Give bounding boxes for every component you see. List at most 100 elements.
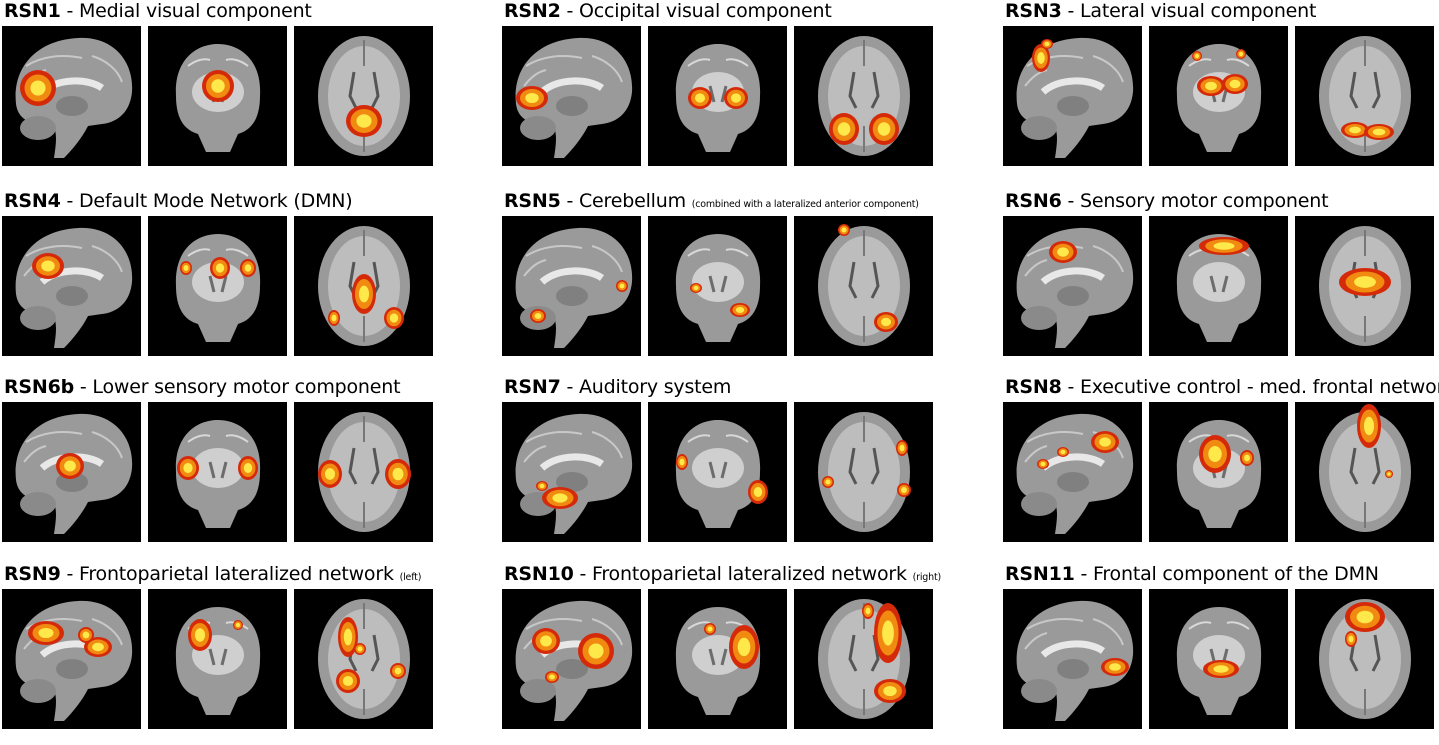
brain-anatomy	[318, 412, 410, 532]
sagittal-view	[1003, 26, 1142, 166]
activation-blob	[532, 628, 560, 654]
activation-blob	[1197, 76, 1225, 96]
activation-blob	[676, 454, 688, 470]
title-separator: -	[573, 563, 593, 585]
activation-blob	[1091, 431, 1119, 453]
axial-slice-image	[318, 36, 410, 156]
axial-view	[1295, 26, 1434, 166]
coronal-slice-image	[1176, 44, 1262, 152]
sagittal-view	[2, 589, 141, 729]
axial-slice-image	[818, 599, 910, 719]
axial-slice-image	[818, 36, 910, 156]
coronal-slice-image	[675, 234, 761, 342]
rsn-note: (left)	[399, 572, 422, 583]
activation-blob	[1345, 631, 1357, 647]
title-separator: -	[60, 190, 79, 212]
rsn-panel-rsn1: RSN1 - Medial visual component	[2, 0, 436, 182]
activation-blob	[542, 487, 578, 509]
rsn-panel-rsn5: RSN5 - Cerebellum (combined with a later…	[502, 190, 936, 372]
panel-title: RSN3 - Lateral visual component	[1005, 0, 1316, 26]
activation-blob	[690, 283, 702, 293]
activation-blob	[897, 483, 911, 497]
axial-slice-image	[1319, 599, 1411, 719]
brain-anatomy	[515, 37, 633, 158]
brain-views	[2, 216, 436, 356]
brain-views	[1003, 402, 1437, 542]
rsn-name: Lateral visual component	[1079, 0, 1317, 22]
activation-blob	[730, 303, 750, 317]
brain-anatomy	[1176, 44, 1262, 152]
panel-title: RSN7 - Auditory system	[504, 376, 731, 402]
axial-view	[294, 216, 433, 356]
rsn-panel-rsn11: RSN11 - Frontal component of the DMN	[1003, 563, 1437, 745]
activation-blob	[862, 603, 874, 619]
title-separator: -	[1074, 563, 1094, 585]
coronal-slice-image	[175, 607, 261, 715]
activation-blob	[1199, 435, 1231, 473]
sagittal-view	[2, 402, 141, 542]
rsn-name: Frontoparietal lateralized network	[592, 563, 907, 585]
activation-blob	[346, 105, 382, 137]
rsn-name: Sensory motor component	[1079, 190, 1329, 212]
title-separator: -	[1061, 190, 1080, 212]
activation-blob	[1240, 450, 1254, 466]
panel-title: RSN8 - Executive control - med. frontal …	[1005, 376, 1439, 402]
rsn-id: RSN11	[1005, 563, 1075, 585]
activation-blob	[1049, 241, 1077, 263]
activation-blob	[729, 625, 759, 669]
activation-blob	[896, 440, 908, 456]
rsn-name: Frontoparietal lateralized network	[78, 563, 394, 585]
axial-view	[1295, 402, 1434, 542]
activation-blob	[530, 309, 546, 323]
coronal-slice-image	[675, 420, 768, 528]
rsn-id: RSN7	[504, 376, 561, 398]
axial-slice-image	[1319, 404, 1411, 532]
brain-anatomy	[1016, 227, 1134, 348]
coronal-slice-image	[675, 607, 761, 715]
title-separator: -	[560, 376, 579, 398]
panel-title: RSN10 - Frontoparietal lateralized netwo…	[504, 563, 941, 589]
rsn-name: Default Mode Network (DMN)	[78, 190, 353, 212]
panel-title: RSN6 - Sensory motor component	[1005, 190, 1329, 216]
brain-anatomy	[515, 227, 633, 348]
rsn-name: Frontal component of the DMN	[1093, 563, 1379, 585]
rsn-panel-rsn9: RSN9 - Frontoparietal lateralized networ…	[2, 563, 436, 745]
panel-title: RSN5 - Cerebellum (combined with a later…	[504, 190, 919, 216]
rsn-panel-rsn6b: RSN6b - Lower sensory motor component	[2, 376, 436, 558]
panel-title: RSN1 - Medial visual component	[4, 0, 312, 26]
title-separator: -	[74, 376, 93, 398]
sagittal-slice-image	[1016, 413, 1134, 534]
brain-views	[2, 26, 436, 166]
coronal-view	[1149, 216, 1288, 356]
sagittal-view	[2, 216, 141, 356]
title-separator: -	[560, 0, 579, 22]
activation-blob	[748, 480, 768, 504]
activation-blob	[188, 619, 212, 651]
rsn-name: Lower sensory motor component	[92, 376, 401, 398]
sagittal-slice-image	[15, 413, 133, 534]
sagittal-slice-image	[515, 600, 633, 721]
activation-blob	[1345, 602, 1385, 632]
rsn-id: RSN1	[4, 0, 61, 22]
activation-blob	[202, 70, 234, 102]
activation-blob	[516, 86, 548, 110]
activation-blob	[874, 679, 906, 703]
activation-blob	[210, 257, 230, 279]
activation-blob	[1357, 404, 1381, 448]
activation-blob	[354, 643, 366, 655]
activation-blob	[1032, 44, 1050, 72]
brain-views	[502, 402, 936, 542]
coronal-slice-image	[175, 420, 261, 528]
brain-anatomy	[175, 420, 261, 528]
rsn-id: RSN6	[1005, 190, 1062, 212]
coronal-view	[1149, 589, 1288, 729]
rsn-name: Medial visual component	[78, 0, 312, 22]
activation-blob	[1236, 49, 1246, 59]
activation-blob	[338, 617, 358, 657]
rsn-panel-rsn7: RSN7 - Auditory system	[502, 376, 936, 558]
sagittal-slice-image	[15, 600, 133, 721]
brain-views	[2, 589, 436, 729]
activation-blob	[1364, 124, 1394, 140]
coronal-slice-image	[675, 44, 761, 152]
coronal-view	[148, 26, 287, 166]
